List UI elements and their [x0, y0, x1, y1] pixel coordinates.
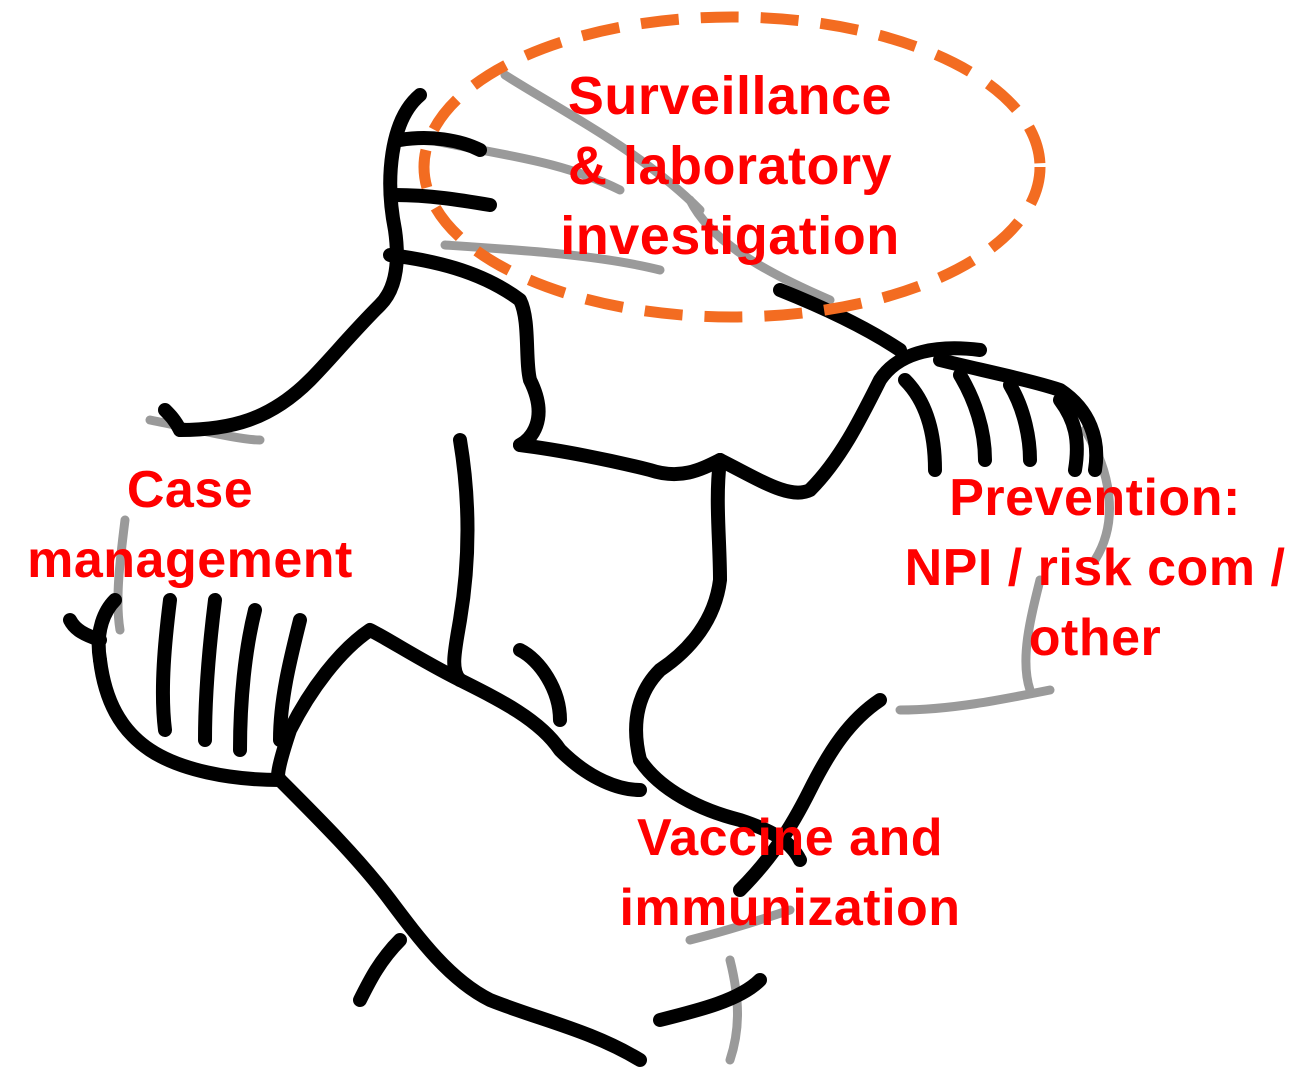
highlight-ellipse	[418, 11, 1046, 323]
right-hand-outline	[933, 353, 1104, 477]
case-management-label-line2: management	[27, 531, 353, 589]
prevention-label: Prevention: NPI / risk com / other	[880, 463, 1309, 673]
surveillance-label-line1: Surveillance	[567, 66, 893, 126]
prevention-label-line2: NPI / risk com /	[904, 539, 1286, 597]
prevention-label-line3: other	[1028, 609, 1162, 667]
surveillance-label-line2: & laboratory	[567, 136, 893, 196]
bottom-hand-outline	[633, 753, 807, 867]
prevention-label-line1: Prevention:	[949, 469, 1241, 527]
case-management-label-line1: Case	[126, 461, 254, 519]
vaccine-label-line1: Vaccine and	[636, 809, 944, 867]
surveillance-label-line3: investigation	[560, 206, 900, 266]
hand-outlines	[63, 88, 1104, 1067]
top-hand-outline	[173, 88, 427, 437]
left-hand-outline	[447, 433, 475, 687]
case-management-label: Case management	[0, 455, 380, 595]
vaccine-label-line2: immunization	[619, 879, 961, 937]
surveillance-label: Surveillance & laboratory investigation	[520, 61, 940, 271]
vaccine-label: Vaccine and immunization	[570, 803, 1010, 943]
